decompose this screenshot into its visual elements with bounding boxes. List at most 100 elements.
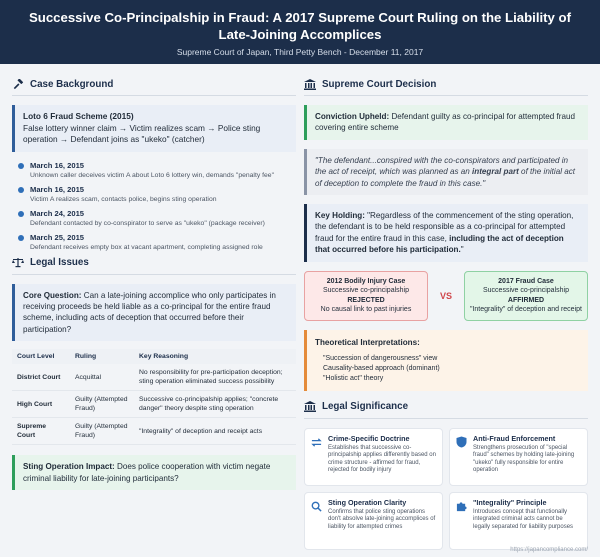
legal-issues-title: Legal Issues <box>30 257 89 268</box>
footer-link[interactable]: https://japancompliance.com/ <box>510 547 588 553</box>
conviction-upheld-label: Conviction Upheld: <box>315 112 390 121</box>
significance-text: Confirms that police sting operations do… <box>328 508 436 530</box>
case-2017-reason: "Integrality" of deception and receipt <box>469 306 582 314</box>
supreme-court-decision-title: Supreme Court Decision <box>322 78 437 90</box>
reasoning-cell: Successive co-principalship applies; "co… <box>134 390 296 419</box>
column-header: Court Level <box>12 349 70 365</box>
legal-significance-title: Legal Significance <box>322 401 409 413</box>
gavel-icon <box>12 78 24 90</box>
courthouse-icon <box>304 78 316 90</box>
timeline-date: March 25, 2015 <box>30 232 85 242</box>
core-question-text: Can a late-joining accomplice who only p… <box>23 290 276 334</box>
list-item: "Holistic act" theory <box>323 374 384 382</box>
timeline-text: Defendant contacted by co-conspirator to… <box>30 219 265 227</box>
legal-issues-heading: Legal Issues <box>12 257 296 275</box>
case-2017-title: 2017 Fraud Case <box>498 277 554 285</box>
ruling-cell: Guilty (Attempted Fraud) <box>70 417 134 446</box>
timeline-item: March 24, 2015 Defendant contacted by co… <box>18 209 296 227</box>
left-column: Case Background Loto 6 Fraud Scheme (201… <box>12 78 296 490</box>
column-header: Ruling <box>70 349 134 365</box>
sting-impact-text: Does police cooperation with victim nega… <box>23 462 271 483</box>
case-2017-result: AFFIRMED <box>507 296 545 304</box>
timeline: March 16, 2015 Unknown caller deceives v… <box>12 161 296 251</box>
timeline-dot <box>18 210 24 217</box>
significance-title: Crime-Specific Doctrine <box>328 433 410 443</box>
table-row: High Court Guilty (Attempted Fraud) Succ… <box>12 390 296 419</box>
sting-impact-label: Sting Operation Impact: <box>23 462 115 472</box>
significance-grid: Crime-Specific Doctrine Establishes that… <box>304 427 588 550</box>
significance-text: Establishes that successive co-principal… <box>328 444 436 474</box>
case-2012-line: Successive co-principalship <box>323 287 409 295</box>
timeline-date: March 24, 2015 <box>30 208 85 218</box>
significance-card: "Integrality" Principle Introduces conce… <box>449 491 588 550</box>
significance-title: Anti-Fraud Enforcement <box>473 433 556 443</box>
key-holding-text: "Regardless of the commencement of the s… <box>315 211 574 243</box>
scheme-text: False lottery winner claim → Victim real… <box>23 122 261 145</box>
timeline-item: March 16, 2015 Victim A realizes scam, c… <box>18 185 296 203</box>
puzzle-icon <box>456 498 468 544</box>
reasoning-cell: "Integrality" of deception and receipt a… <box>134 417 296 446</box>
key-holding-emphasis: including the act of deception that occu… <box>315 233 564 255</box>
timeline-text: Defendant receives empty box at vacant a… <box>30 243 263 251</box>
page-subtitle: Supreme Court of Japan, Third Petty Benc… <box>176 47 424 57</box>
case-2012-box: 2012 Bodily Injury Case Successive co-pr… <box>304 270 428 321</box>
timeline-date: March 16, 2015 <box>30 160 85 170</box>
timeline-dot <box>18 186 24 193</box>
timeline-date: March 16, 2015 <box>30 184 85 194</box>
case-background-title: Case Background <box>30 78 114 90</box>
table-row: Supreme Court Guilty (Attempted Fraud) "… <box>12 417 296 446</box>
conviction-upheld-text: Defendant guilty as co-principal for att… <box>315 112 575 133</box>
legal-significance-heading: Legal Significance <box>304 401 588 419</box>
court-quote-emphasis: integral part <box>472 167 519 177</box>
theory-title: Theoretical Interpretations: <box>315 337 420 347</box>
significance-card: Crime-Specific Doctrine Establishes that… <box>304 427 443 486</box>
significance-title: "Integrality" Principle <box>473 497 547 507</box>
list-item: "Succession of dangerousness" view <box>323 354 438 362</box>
ruling-cell: Acquittal <box>70 364 134 392</box>
timeline-text: Victim A realizes scam, contacts police,… <box>30 195 217 203</box>
significance-card: Anti-Fraud Enforcement Strengthens prose… <box>449 427 588 486</box>
conviction-upheld-card: Conviction Upheld: Defendant guilty as c… <box>304 105 588 140</box>
timeline-dot <box>18 234 24 241</box>
timeline-dot <box>18 162 24 169</box>
theory-list: "Succession of dangerousness" view Causa… <box>315 354 580 384</box>
page-body: Case Background Loto 6 Fraud Scheme (201… <box>0 64 600 557</box>
page-header: Successive Co-Principalship in Fraud: A … <box>0 0 600 64</box>
timeline-text: Unknown caller deceives victim A about L… <box>30 171 274 179</box>
scheme-title: Loto 6 Fraud Scheme (2015) <box>23 111 134 121</box>
significance-title: Sting Operation Clarity <box>328 497 407 507</box>
case-2017-box: 2017 Fraud Case Successive co-principals… <box>463 270 588 321</box>
case-background-heading: Case Background <box>12 78 296 96</box>
balance-scale-icon <box>12 257 24 269</box>
search-icon <box>311 498 323 544</box>
core-question-card: Core Question: Can a late-joining accomp… <box>12 283 296 342</box>
sting-impact-card: Sting Operation Impact: Does police coop… <box>12 455 296 490</box>
significance-text: Strengthens prosecution of "special frau… <box>473 444 575 474</box>
shield-icon <box>456 434 468 480</box>
supreme-court-decision-heading: Supreme Court Decision <box>304 78 588 96</box>
list-item: Causality-based approach (dominant) <box>323 364 440 372</box>
case-2012-reason: No causal link to past injuries <box>320 306 412 314</box>
timeline-item: March 16, 2015 Unknown caller deceives v… <box>18 161 296 179</box>
court-rulings-table: Court Level Ruling Key Reasoning Distric… <box>12 349 296 446</box>
courthouse-icon <box>304 401 316 413</box>
case-2012-result: REJECTED <box>347 296 385 304</box>
core-question-label: Core Question: <box>23 290 82 300</box>
ruling-cell: Guilty (Attempted Fraud) <box>70 390 134 419</box>
exchange-icon <box>311 434 323 480</box>
court-quote-text: "The defendant...conspired with the co-c… <box>315 155 569 177</box>
court-quote-text-end: of the initial act of deception to compl… <box>315 167 576 188</box>
table-row: District Court Acquittal No responsibili… <box>12 364 296 392</box>
theory-card: Theoretical Interpretations: "Succession… <box>304 329 588 391</box>
significance-text: Introduces concept that functionally int… <box>473 508 574 530</box>
case-comparison: 2012 Bodily Injury Case Successive co-pr… <box>304 270 588 321</box>
significance-card: Sting Operation Clarity Confirms that po… <box>304 491 443 550</box>
case-2017-line: Successive co-principalship <box>482 287 569 295</box>
case-2012-title: 2012 Bodily Injury Case <box>326 277 406 285</box>
court-level-cell: Supreme Court <box>12 417 70 446</box>
right-column: Supreme Court Decision Conviction Upheld… <box>304 78 588 550</box>
vs-label: VS <box>439 290 452 301</box>
court-level-cell: District Court <box>12 364 70 392</box>
court-level-cell: High Court <box>12 390 70 419</box>
key-holding-card: Key Holding: "Regardless of the commence… <box>304 204 588 262</box>
